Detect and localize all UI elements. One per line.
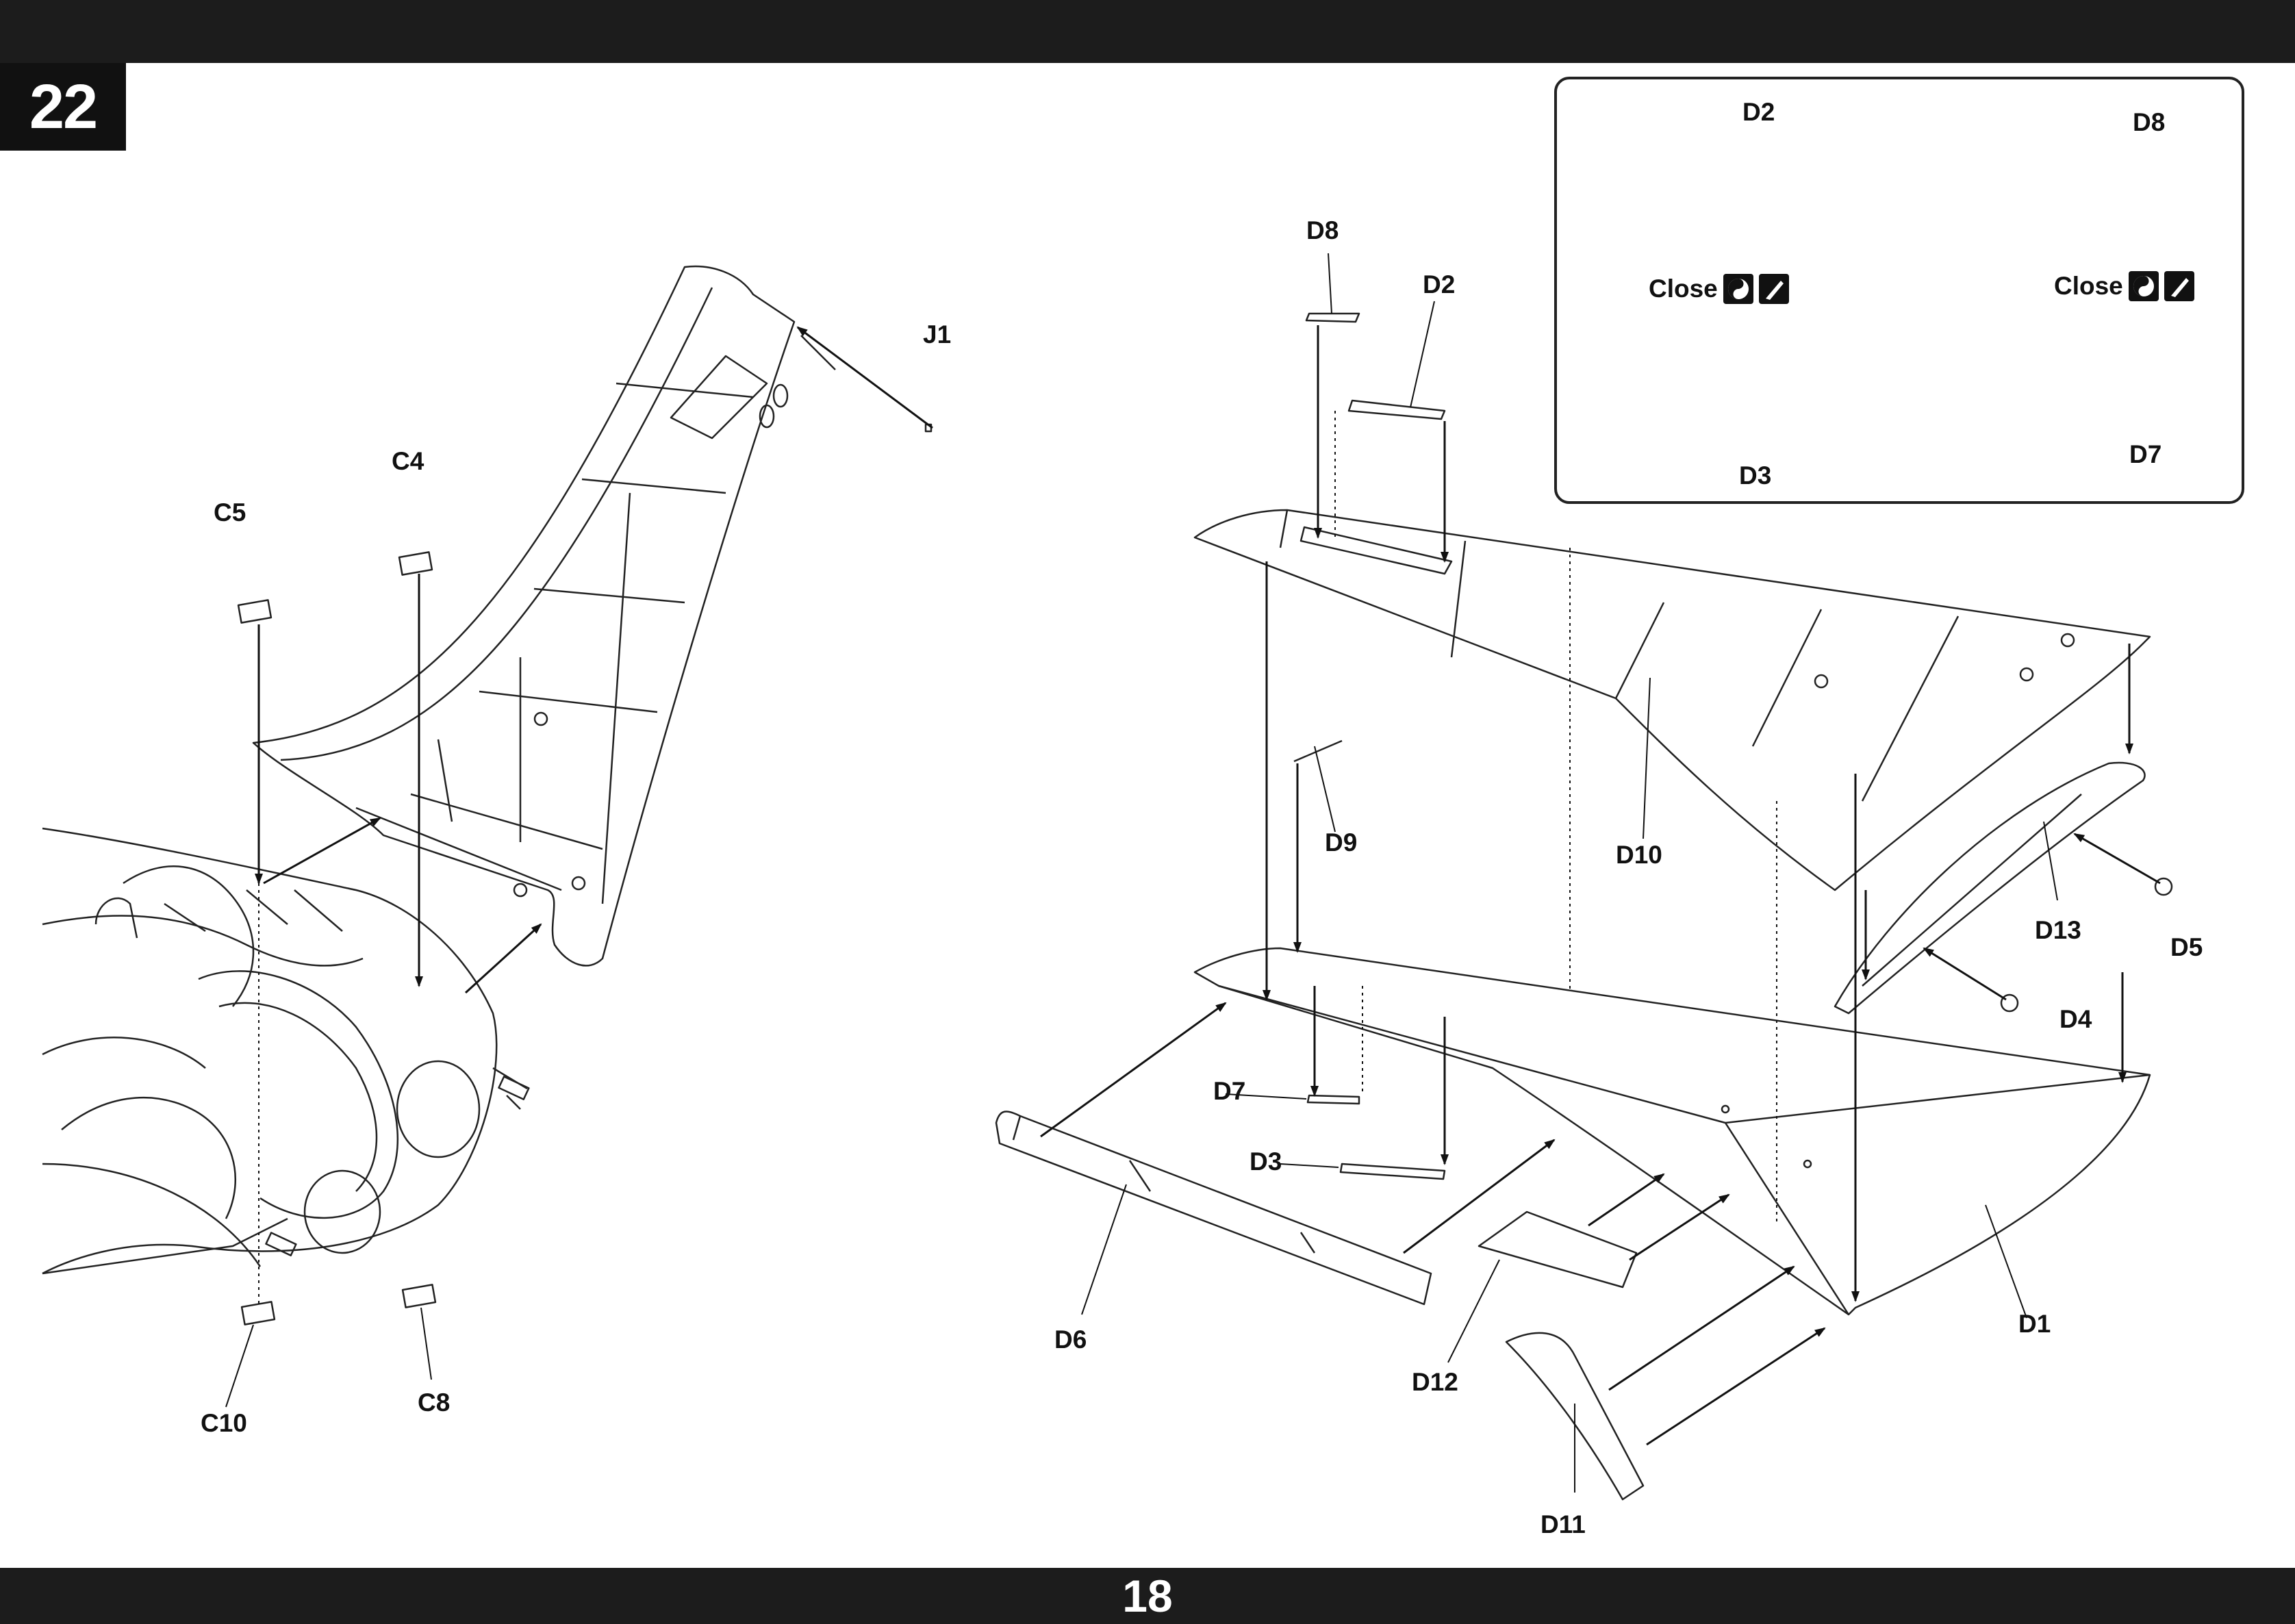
inset-label-D7: D7	[2129, 440, 2162, 468]
part-D8-drawing	[1305, 312, 1360, 323]
part-label-J1: J1	[923, 320, 952, 348]
cement-icon	[1723, 274, 1753, 304]
part-D12-drawing	[1478, 1210, 1638, 1289]
step-number: 22	[0, 63, 126, 151]
part-C8-drawing	[401, 1284, 437, 1308]
part-D7-drawing	[1306, 1094, 1360, 1105]
bottom-bar	[0, 1568, 2295, 1624]
fuselage-drawing	[42, 827, 530, 1275]
top-bar	[0, 0, 2295, 63]
part-label-C8: C8	[418, 1388, 451, 1417]
part-D5-drawing	[2154, 877, 2173, 896]
part-D9-drawing	[1293, 739, 1343, 763]
part-label-D13: D13	[2035, 916, 2081, 944]
vertical-tail-drawing	[252, 265, 933, 967]
part-C4-drawing	[398, 551, 433, 576]
part-label-D8: D8	[1306, 216, 1339, 244]
part-label-D2: D2	[1423, 270, 1456, 299]
part-label-D11: D11	[1540, 1510, 1586, 1538]
part-label-D10: D10	[1616, 841, 1662, 869]
part-D6-drawing	[995, 1111, 1432, 1306]
lower-wing-drawing	[1193, 947, 2151, 1316]
part-C5-drawing	[237, 599, 272, 624]
part-label-D5: D5	[2170, 933, 2203, 961]
part-label-D12: D12	[1412, 1368, 1458, 1396]
knife-icon	[2164, 271, 2194, 301]
part-label-D1: D1	[2018, 1310, 2051, 1338]
part-label-D4: D4	[2059, 1005, 2092, 1033]
upper-wing-drawing	[1193, 509, 2151, 891]
part-label-C10: C10	[201, 1409, 247, 1437]
part-label-D3: D3	[1250, 1147, 1282, 1176]
inset-right-close: Close	[2054, 271, 2194, 301]
part-C10-drawing	[240, 1301, 276, 1325]
part-D11-drawing	[1505, 1332, 1645, 1501]
part-label-D6: D6	[1054, 1325, 1087, 1354]
inset-label-D3: D3	[1739, 461, 1772, 490]
part-D2-drawing	[1347, 399, 1446, 420]
part-D3-drawing	[1339, 1163, 1446, 1180]
part-label-D7: D7	[1213, 1077, 1246, 1105]
part-D4-drawing	[2000, 993, 2019, 1013]
part-D13-drawing	[1834, 761, 2146, 1015]
part-label-D9: D9	[1325, 828, 1358, 857]
knife-icon	[1758, 274, 1789, 304]
close-label: Close	[2054, 272, 2123, 300]
inset-left-close: Close	[1649, 274, 1789, 304]
page-number: 18	[1122, 1571, 1173, 1621]
close-label: Close	[1649, 275, 1718, 303]
cement-icon	[2128, 271, 2159, 301]
inset-label-D2: D2	[1742, 98, 1775, 126]
part-label-C5: C5	[214, 498, 246, 526]
inset-label-D8: D8	[2133, 108, 2166, 136]
part-label-C4: C4	[392, 447, 424, 475]
